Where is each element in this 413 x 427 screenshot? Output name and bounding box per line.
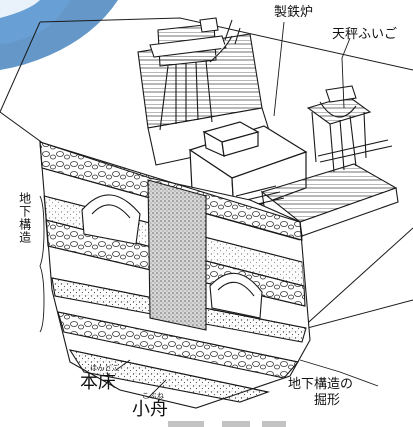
- rear-furnace-house: [137, 17, 273, 166]
- honsho-leader-line: [115, 359, 131, 371]
- label-furnace: 製鉄炉: [274, 5, 314, 20]
- label-bellows: 天秤ふいご: [332, 27, 398, 42]
- label-excavation-line2: 掘形: [314, 393, 341, 408]
- label-honsho: 本床: [80, 372, 116, 393]
- kobune-leader-line: [147, 379, 167, 399]
- underground-cross-section: [39, 141, 311, 409]
- label-underground-structure: 地下構造: [17, 192, 32, 244]
- cropped-bottom-text: [168, 421, 286, 427]
- underground-structure-bracket: [39, 195, 45, 333]
- excavation-leader-line: [299, 359, 379, 387]
- label-kobune-ruby: こぶね: [142, 392, 165, 400]
- label-excavation-line1: 地下構造の: [288, 377, 354, 392]
- label-kobune: 小舟: [132, 399, 168, 420]
- leader-lines: [39, 21, 379, 399]
- corner-accent-shape: [0, 0, 118, 70]
- label-honsho-ruby: ほんどこ: [90, 364, 120, 372]
- bellows-leader-line: [341, 37, 351, 109]
- furnace-leader-line: [273, 21, 285, 117]
